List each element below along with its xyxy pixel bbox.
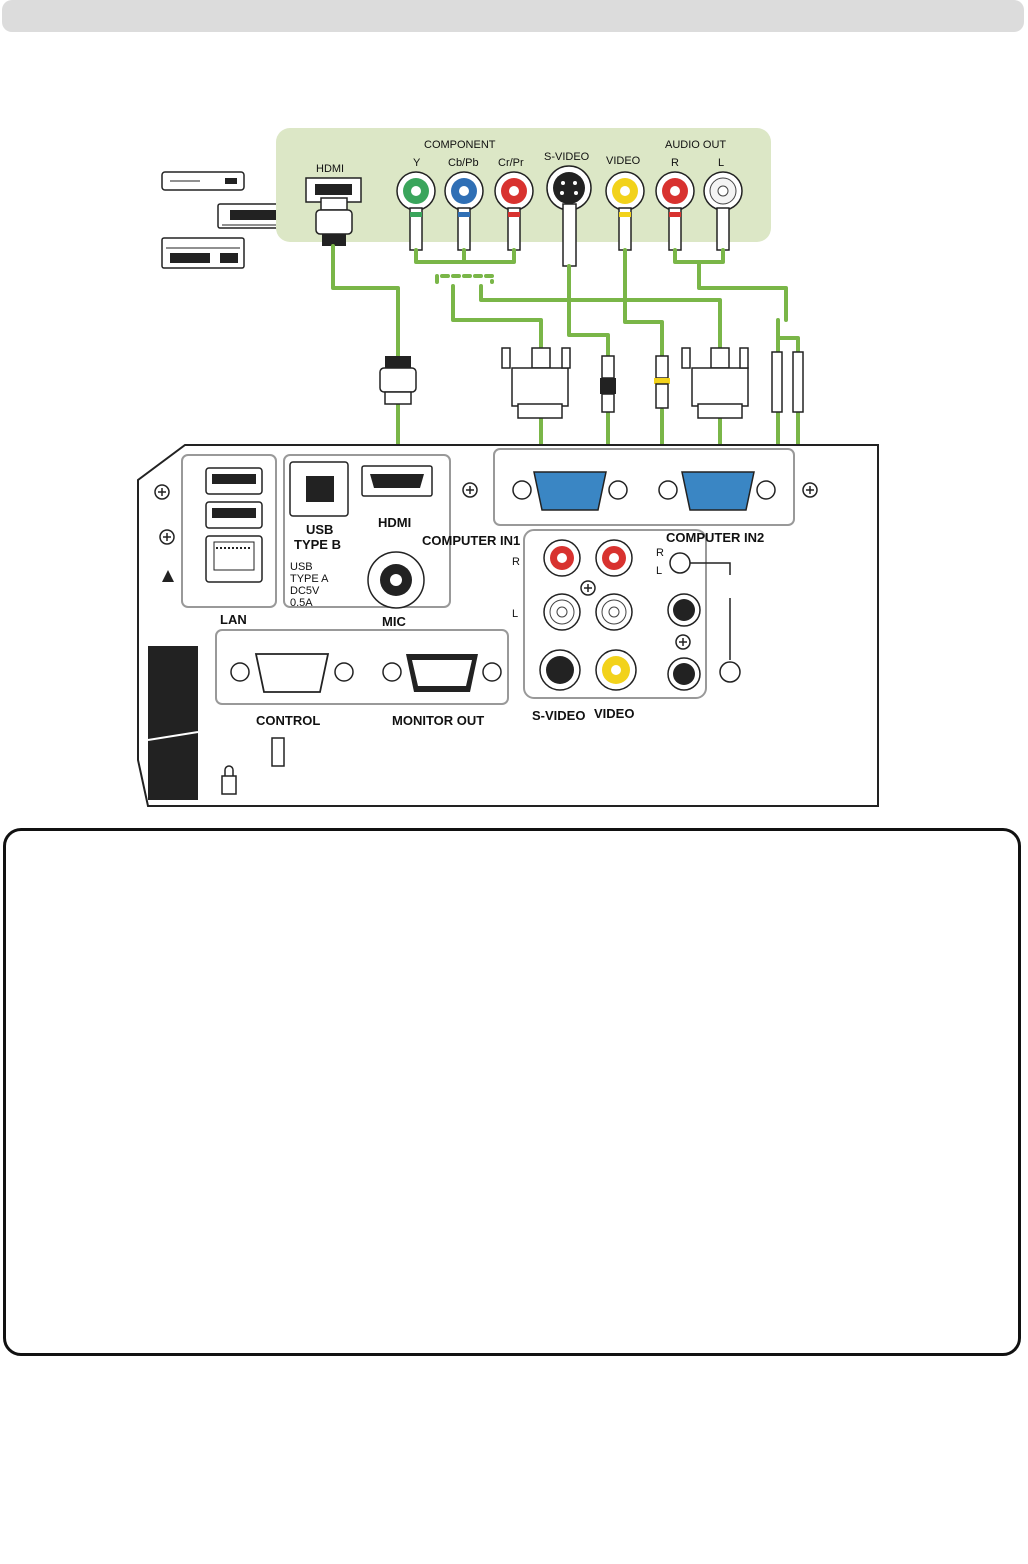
source-video-label: VIDEO (606, 155, 641, 167)
middle-plugs (379, 347, 804, 419)
video-in-jack (595, 649, 637, 691)
source-y-label: Y (413, 157, 421, 169)
audio-in-r-jack-2 (595, 539, 633, 577)
source-component-y-jack (396, 171, 436, 211)
usb-lan-group (181, 454, 277, 608)
audio-plug-r-bottom (771, 351, 783, 413)
audio-l-plug (716, 207, 730, 251)
screw-icons (154, 482, 818, 650)
video-plug-bottom (654, 355, 670, 409)
slot-icon (271, 737, 285, 767)
monitor-out-port (382, 654, 502, 692)
usb-type-a-port-2 (205, 501, 263, 529)
source-component-cr-jack (494, 171, 534, 211)
recorder-icon (161, 237, 245, 269)
svideo-plug-bottom (600, 355, 616, 413)
foot-stand-icon (147, 646, 199, 800)
component-to-vga1-cable (451, 284, 543, 352)
av-device-icons (161, 171, 297, 269)
hdmi-port-label: HDMI (378, 515, 411, 530)
usb-type-b-label-1: USB (306, 522, 333, 537)
usb-type-a-label-2: TYPE A (290, 573, 329, 585)
indicator-circle-top (669, 552, 691, 574)
source-svideo-label: S-VIDEO (544, 151, 590, 163)
audio-out-l-label: L (656, 565, 662, 577)
source-video-jack (605, 171, 645, 211)
audio-in-l-jack-2 (595, 593, 633, 631)
source-audio-r-label: R (671, 157, 679, 169)
usb-hdmi-group (283, 454, 451, 608)
s-video-label: S-VIDEO (532, 708, 585, 723)
source-audio-r-jack (655, 171, 695, 211)
usb-type-a-port-1 (205, 467, 263, 495)
component-split-cable (435, 274, 494, 284)
source-audio-l-jack (703, 171, 743, 211)
source-svideo-jack (546, 165, 592, 211)
source-hdmi-label: HDMI (316, 163, 344, 175)
hdmi-plug-top (315, 197, 353, 246)
kensington-lock-icon (221, 765, 237, 795)
monitor-out-label: MONITOR OUT (392, 713, 484, 728)
audio-fork-cable (776, 318, 800, 354)
source-cr-label: Cr/Pr (498, 157, 524, 169)
hdmi-plug-bottom (379, 356, 417, 405)
usb-type-a-label-4: 0.5A (290, 597, 313, 609)
audio-video-in-group (523, 529, 707, 699)
computer-in1-label: COMPUTER IN1 (422, 533, 520, 548)
video-label: VIDEO (594, 706, 634, 721)
video-cable (623, 248, 664, 360)
source-cb-label: Cb/Pb (448, 157, 479, 169)
computer-in-group (493, 448, 795, 526)
computer-in2-label: COMPUTER IN2 (666, 530, 764, 545)
source-output-panel: HDMI COMPONENT Y Cb/Pb Cr/Pr S-VIDEO VID… (276, 128, 771, 242)
usb-type-b-port (289, 461, 349, 517)
triangle-icon (162, 570, 174, 582)
hdmi-port (361, 465, 433, 497)
control-monitor-group (215, 629, 509, 705)
source-audio-out-label: AUDIO OUT (665, 139, 726, 151)
control-port (230, 653, 354, 693)
dvd-player-icon (161, 171, 245, 191)
usb-type-a-label-3: DC5V (290, 585, 320, 597)
audio-out-r-jack (667, 593, 701, 627)
computer-in1-port (512, 471, 628, 511)
connection-diagram: HDMI COMPONENT Y Cb/Pb Cr/Pr S-VIDEO VID… (137, 128, 879, 807)
indicator-circle-bottom (719, 661, 741, 683)
audio-out-r-label: R (656, 547, 664, 559)
lan-port (205, 535, 263, 583)
vga-plug-1 (501, 347, 571, 419)
lan-label: LAN (220, 612, 247, 627)
hdmi-cable (331, 244, 400, 360)
audio-in-r-label: R (512, 556, 520, 568)
source-plugs (315, 197, 730, 267)
projector-rear-panel: USB TYPE B HDMI COMPUTER IN1 COMPUTER IN… (137, 444, 879, 807)
audio-out-l-jack (667, 657, 701, 691)
svideo-plug (562, 203, 577, 267)
audio-plug-l-bottom (792, 351, 804, 413)
audio-in-l-label: L (512, 608, 518, 620)
svideo-cable (567, 264, 610, 360)
source-audio-l-label: L (718, 157, 724, 169)
note-box (3, 828, 1021, 1356)
source-component-cb-jack (444, 171, 484, 211)
computer-in2-port (658, 471, 776, 511)
mic-jack (367, 551, 425, 609)
audio-split-cable (697, 260, 788, 322)
component-to-vga2-cable (479, 284, 722, 352)
source-component-label: COMPONENT (424, 139, 496, 151)
audio-in-l-jack-1 (543, 593, 581, 631)
usb-type-b-label-2: TYPE B (294, 537, 341, 552)
audio-in-r-jack-1 (543, 539, 581, 577)
vga-plug-2 (681, 347, 749, 419)
svideo-in-jack (539, 649, 581, 691)
usb-type-a-label-1: USB (290, 561, 313, 573)
control-label: CONTROL (256, 713, 320, 728)
mic-label: MIC (382, 614, 406, 629)
header-bar (2, 0, 1024, 32)
